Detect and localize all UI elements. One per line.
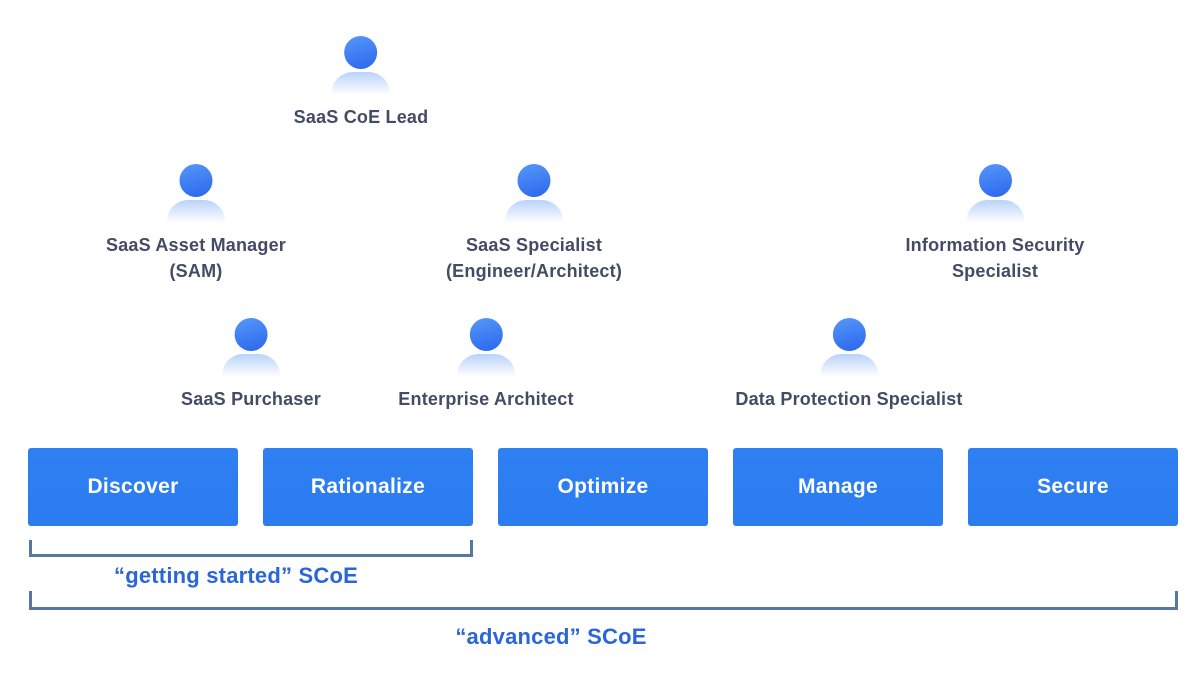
person-node-data-protection-specialist: Data Protection Specialist xyxy=(735,318,962,412)
person-node-saas-coe-lead: SaaS CoE Lead xyxy=(294,36,429,130)
stage-box-discover: Discover xyxy=(28,448,238,526)
stage-label-discover: Discover xyxy=(87,475,179,498)
person-node-information-security-specialist: Information Security Specialist xyxy=(905,164,1084,284)
person-label-data-protection-specialist: Data Protection Specialist xyxy=(735,389,963,409)
person-icon xyxy=(219,318,283,378)
stage-label-optimize: Optimize xyxy=(557,475,649,498)
person-body-shape xyxy=(505,200,563,224)
stage-box-manage: Manage xyxy=(733,448,943,526)
person-node-saas-asset-manager: SaaS Asset Manager (SAM) xyxy=(106,164,286,284)
stage-box-secure: Secure xyxy=(968,448,1178,526)
person-body-shape xyxy=(332,72,390,96)
stage-label-rationalize: Rationalize xyxy=(310,475,426,498)
person-head-shape xyxy=(234,318,268,351)
person-label-saas-purchaser: SaaS Purchaser xyxy=(181,389,321,409)
person-icon xyxy=(502,164,566,224)
person-icon xyxy=(164,164,228,224)
person-head-shape xyxy=(179,164,213,197)
person-head-shape xyxy=(344,36,378,69)
person-node-saas-specialist: SaaS Specialist (Engineer/Architect) xyxy=(446,164,622,284)
stage-box-optimize: Optimize xyxy=(498,448,708,526)
stage-label-secure: Secure xyxy=(1037,475,1109,498)
person-head-shape xyxy=(517,164,551,197)
getting-started-bracket xyxy=(29,540,473,557)
stage-label-manage: Manage xyxy=(798,475,878,498)
person-icon xyxy=(817,318,881,378)
person-node-enterprise-architect: Enterprise Architect xyxy=(398,318,573,412)
person-body-shape xyxy=(456,354,515,378)
person-body-shape xyxy=(166,200,225,224)
advanced-bracket xyxy=(29,591,1178,610)
person-head-shape xyxy=(832,318,866,351)
person-body-shape xyxy=(221,354,280,378)
person-label-information-security-specialist: Information Security Specialist xyxy=(905,235,1085,281)
advanced-scoe-label: “advanced” SCoE xyxy=(455,624,647,649)
person-icon xyxy=(329,36,393,96)
stage-box-rationalize: Rationalize xyxy=(263,448,473,526)
person-label-saas-coe-lead: SaaS CoE Lead xyxy=(293,107,429,127)
person-head-shape xyxy=(469,318,503,351)
person-label-saas-asset-manager: SaaS Asset Manager (SAM) xyxy=(105,235,287,281)
person-label-enterprise-architect: Enterprise Architect xyxy=(398,389,574,409)
getting-started-scoe-label: “getting started” SCoE xyxy=(114,563,358,588)
person-body-shape xyxy=(966,200,1024,224)
person-head-shape xyxy=(978,164,1012,197)
person-body-shape xyxy=(819,354,878,378)
person-icon xyxy=(963,164,1027,224)
person-node-saas-purchaser: SaaS Purchaser xyxy=(181,318,321,412)
person-label-saas-specialist: SaaS Specialist (Engineer/Architect) xyxy=(445,235,623,281)
person-icon xyxy=(454,318,518,378)
